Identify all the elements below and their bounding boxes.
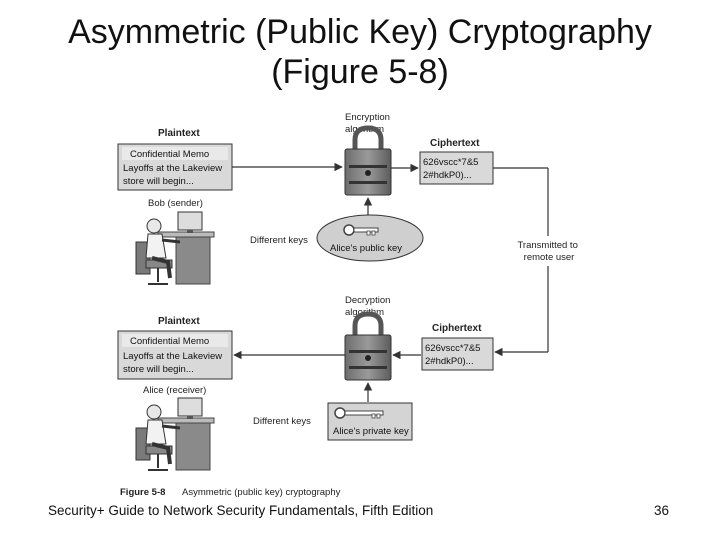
top-cipher-box [419,151,494,185]
bottom-ciphertext-heading: Ciphertext [432,323,482,334]
bottom-memo-line: Layoffs at the Lakeview [123,351,222,362]
private-key-icon [334,407,384,419]
bottom-cipher-line: 2#hdkP0)... [425,356,474,367]
alice-label: Alice (receiver) [143,385,206,396]
figure-caption-label: Figure 5-8 [120,487,165,498]
top-plaintext-heading: Plaintext [158,128,200,139]
bottom-different-keys-label: Different keys [253,416,311,427]
alice-computer-illustration [134,396,216,472]
top-memo-title: Confidential Memo [130,149,209,160]
encryption-algorithm-label: Encryption algorithm [345,112,393,135]
slide-title: Asymmetric (Public Key) Cryptography (Fi… [0,12,720,92]
figure-caption: Figure 5-8 Asymmetric (public key) crypt… [120,487,341,498]
bottom-cipher-box [421,337,494,371]
top-cipher-line: 626vscc*7&5 [423,157,478,168]
top-section: Plaintext Confidential Memo Layoffs at t… [117,112,494,286]
slide-title-line1: Asymmetric (Public Key) Cryptography [68,13,652,51]
public-key-icon [343,224,379,236]
top-memo-line: Layoffs at the Lakeview [123,163,222,174]
slide-footer: Security+ Guide to Network Security Fund… [48,503,434,518]
bottom-section: Plaintext Confidential Memo Layoffs at t… [117,295,494,472]
private-key-label: Alice's private key [333,426,409,437]
public-key-ellipse [316,214,424,262]
public-key-label: Alice's public key [330,243,402,254]
bottom-plaintext-heading: Plaintext [158,316,200,327]
bottom-cipher-line: 626vscc*7&5 [425,343,480,354]
top-memo-line: store will begin... [123,176,194,187]
decryption-lock-icon [344,311,392,381]
top-cipher-line: 2#hdkP0)... [423,170,472,181]
encryption-lock-icon [344,125,392,196]
bob-computer-illustration [134,210,216,286]
bottom-memo-title: Confidential Memo [130,336,209,347]
top-different-keys-label: Different keys [250,235,308,246]
slide-title-line2: (Figure 5-8) [271,53,449,91]
figure-caption-text: Asymmetric (public key) cryptography [182,487,341,498]
transmitted-label: Transmitted to remote user [517,240,580,263]
page-number: 36 [654,503,670,518]
bottom-memo-line: store will begin... [123,364,194,375]
bob-label: Bob (sender) [148,198,203,209]
top-ciphertext-heading: Ciphertext [430,138,480,149]
